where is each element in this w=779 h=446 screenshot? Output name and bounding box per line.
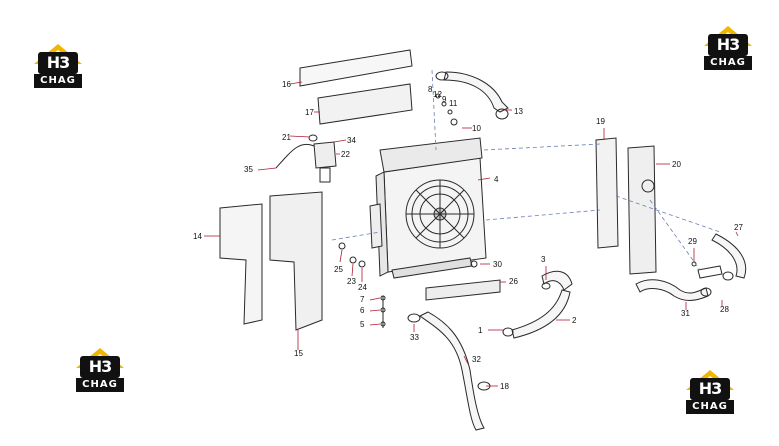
- part-label-11: 11: [449, 99, 458, 108]
- part-label-17: 17: [305, 108, 314, 117]
- part-33-clamp: [407, 313, 421, 323]
- logo-word: CHAG: [76, 378, 124, 392]
- logo-mark: H3: [690, 378, 730, 400]
- part-label-29: 29: [688, 237, 697, 246]
- logo-word: CHAG: [686, 400, 734, 414]
- part-35-hose: [275, 143, 315, 169]
- brand-logo-top-left: H3 CHAG: [30, 40, 86, 92]
- part-31-hose: [635, 279, 709, 301]
- part-15-panel: [269, 191, 323, 331]
- part-label-34: 34: [347, 136, 356, 145]
- part-label-15: 15: [294, 349, 303, 358]
- part-14-shroud: [219, 203, 263, 325]
- part-label-7: 7: [360, 295, 365, 304]
- part-16-plate: [299, 49, 413, 87]
- part-label-26: 26: [509, 277, 518, 286]
- part-label-33: 33: [410, 333, 419, 342]
- part-22-tank: [313, 141, 337, 169]
- part-32-hose: [419, 311, 485, 431]
- part-21-cap: [308, 134, 318, 142]
- part-label-27: 27: [734, 223, 743, 232]
- brand-logo-top-right: H3 CHAG: [700, 22, 756, 74]
- part-label-24: 24: [358, 283, 367, 292]
- part-label-12: 12: [433, 90, 442, 99]
- part-label-20: 20: [672, 160, 681, 169]
- part-17-seal: [317, 83, 413, 125]
- part-label-31: 31: [681, 309, 690, 318]
- part-27-hose: [711, 233, 747, 279]
- part-label-9: 9: [442, 95, 447, 104]
- part-label-14: 14: [193, 232, 202, 241]
- part-label-18: 18: [500, 382, 509, 391]
- part-label-22: 22: [341, 150, 350, 159]
- part-label-5: 5: [360, 320, 365, 329]
- part-label-16: 16: [282, 80, 291, 89]
- part-label-19: 19: [596, 117, 605, 126]
- part-label-1: 1: [478, 326, 483, 335]
- part-label-2: 2: [572, 316, 577, 325]
- part-label-13: 13: [514, 107, 523, 116]
- logo-word: CHAG: [34, 74, 82, 88]
- brand-logo-bottom-right: H3 CHAG: [682, 366, 738, 418]
- part-label-4: 4: [494, 175, 499, 184]
- part-label-32: 32: [472, 355, 481, 364]
- part-2-hose: [511, 289, 571, 339]
- logo-mark: H3: [80, 356, 120, 378]
- part-label-25: 25: [334, 265, 343, 274]
- logo-mark: H3: [708, 34, 748, 56]
- logo-word: CHAG: [704, 56, 752, 70]
- logo-mark: H3: [38, 52, 78, 74]
- brand-logo-bottom-left: H3 CHAG: [72, 344, 128, 396]
- part-label-23: 23: [347, 277, 356, 286]
- part-19-panel: [595, 137, 619, 249]
- part-label-6: 6: [360, 306, 365, 315]
- part-26-rail: [425, 279, 501, 301]
- part-label-3: 3: [541, 255, 546, 264]
- part-label-30: 30: [493, 260, 502, 269]
- part-label-28: 28: [720, 305, 729, 314]
- part-13-hose: [443, 71, 509, 113]
- part-label-10: 10: [472, 124, 481, 133]
- part-label-21: 21: [282, 133, 291, 142]
- part-label-8: 8: [428, 85, 433, 94]
- part-20-panel: [627, 145, 657, 275]
- part-label-35: 35: [244, 165, 253, 174]
